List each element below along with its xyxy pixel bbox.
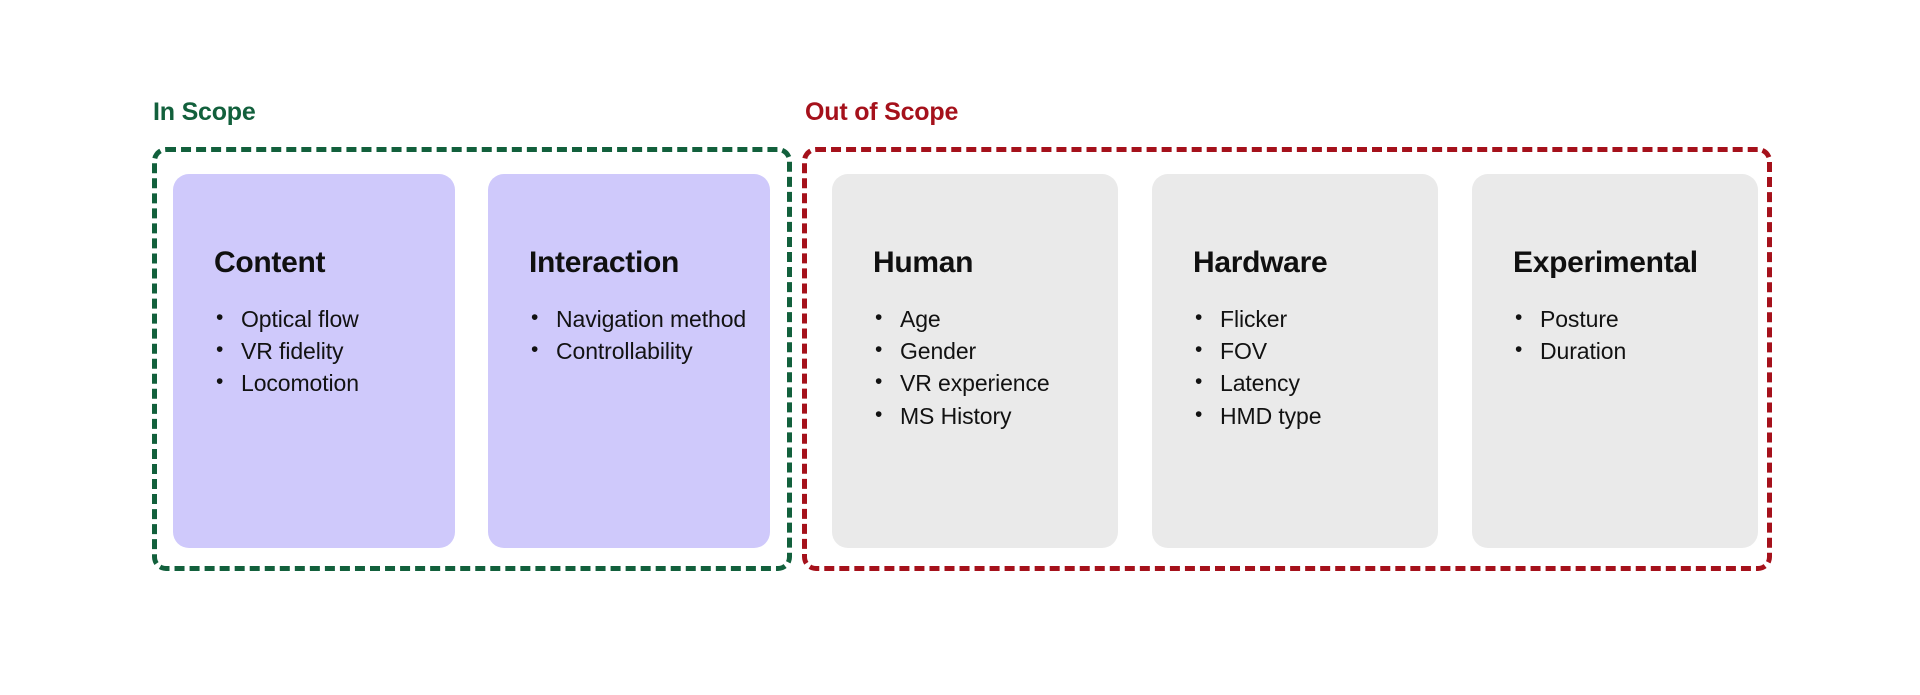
list-item: MS History xyxy=(873,401,1104,431)
list-item: FOV xyxy=(1193,336,1424,366)
list-item: Controllability xyxy=(529,336,756,366)
list-item: Gender xyxy=(873,336,1104,366)
card-group-in-scope: Content Optical flow VR fidelity Locomot… xyxy=(173,174,770,548)
card-interaction[interactable]: Interaction Navigation method Controllab… xyxy=(488,174,770,548)
list-item: Navigation method xyxy=(529,304,756,334)
group-label-in-scope: In Scope xyxy=(153,98,256,126)
card-list-interaction: Navigation method Controllability xyxy=(488,304,770,369)
card-title-interaction: Interaction xyxy=(529,246,680,279)
list-item: Locomotion xyxy=(214,368,441,398)
card-title-hardware: Hardware xyxy=(1193,246,1328,279)
list-item: VR fidelity xyxy=(214,336,441,366)
card-list-content: Optical flow VR fidelity Locomotion xyxy=(173,304,455,401)
card-list-experimental: Posture Duration xyxy=(1472,304,1758,369)
list-item: Posture xyxy=(1513,304,1744,334)
card-title-content: Content xyxy=(214,246,326,279)
list-item: VR experience xyxy=(873,368,1104,398)
list-item: Age xyxy=(873,304,1104,334)
card-human[interactable]: Human Age Gender VR experience MS Histor… xyxy=(832,174,1118,548)
card-title-experimental: Experimental xyxy=(1513,246,1698,279)
card-group-out-of-scope: Human Age Gender VR experience MS Histor… xyxy=(832,174,1758,548)
group-boundary-in-scope xyxy=(152,147,792,571)
card-list-hardware: Flicker FOV Latency HMD type xyxy=(1152,304,1438,433)
group-boundary-out-of-scope xyxy=(802,147,1772,571)
card-list-human: Age Gender VR experience MS History xyxy=(832,304,1118,433)
card-experimental[interactable]: Experimental Posture Duration xyxy=(1472,174,1758,548)
list-item: Optical flow xyxy=(214,304,441,334)
list-item: Flicker xyxy=(1193,304,1424,334)
card-content[interactable]: Content Optical flow VR fidelity Locomot… xyxy=(173,174,455,548)
group-label-out-of-scope: Out of Scope xyxy=(805,98,959,126)
list-item: HMD type xyxy=(1193,401,1424,431)
list-item: Latency xyxy=(1193,368,1424,398)
card-title-human: Human xyxy=(873,246,974,279)
list-item: Duration xyxy=(1513,336,1744,366)
card-hardware[interactable]: Hardware Flicker FOV Latency HMD type xyxy=(1152,174,1438,548)
